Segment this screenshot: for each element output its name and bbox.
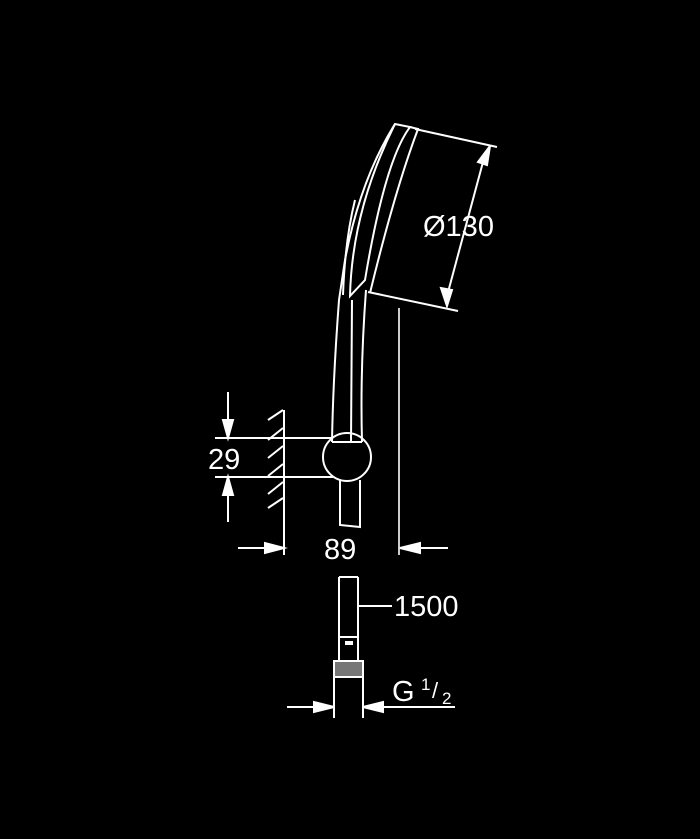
shower-handle bbox=[331, 289, 367, 443]
thread-denominator: 2 bbox=[442, 689, 452, 708]
holder-height-dimension bbox=[215, 392, 284, 522]
hose bbox=[287, 576, 455, 718]
hose-length-label: 1500 bbox=[394, 591, 459, 623]
holder-height-label: 29 bbox=[208, 444, 241, 476]
thread-label: G bbox=[392, 676, 415, 708]
shower-head bbox=[338, 122, 498, 312]
projection-dimension bbox=[238, 541, 448, 555]
wall-holder bbox=[267, 409, 372, 555]
thread-slash: / bbox=[432, 678, 439, 703]
thread-numerator: 1 bbox=[421, 675, 431, 694]
projection-label: 89 bbox=[324, 534, 357, 566]
diameter-label: Ø130 bbox=[423, 211, 494, 243]
